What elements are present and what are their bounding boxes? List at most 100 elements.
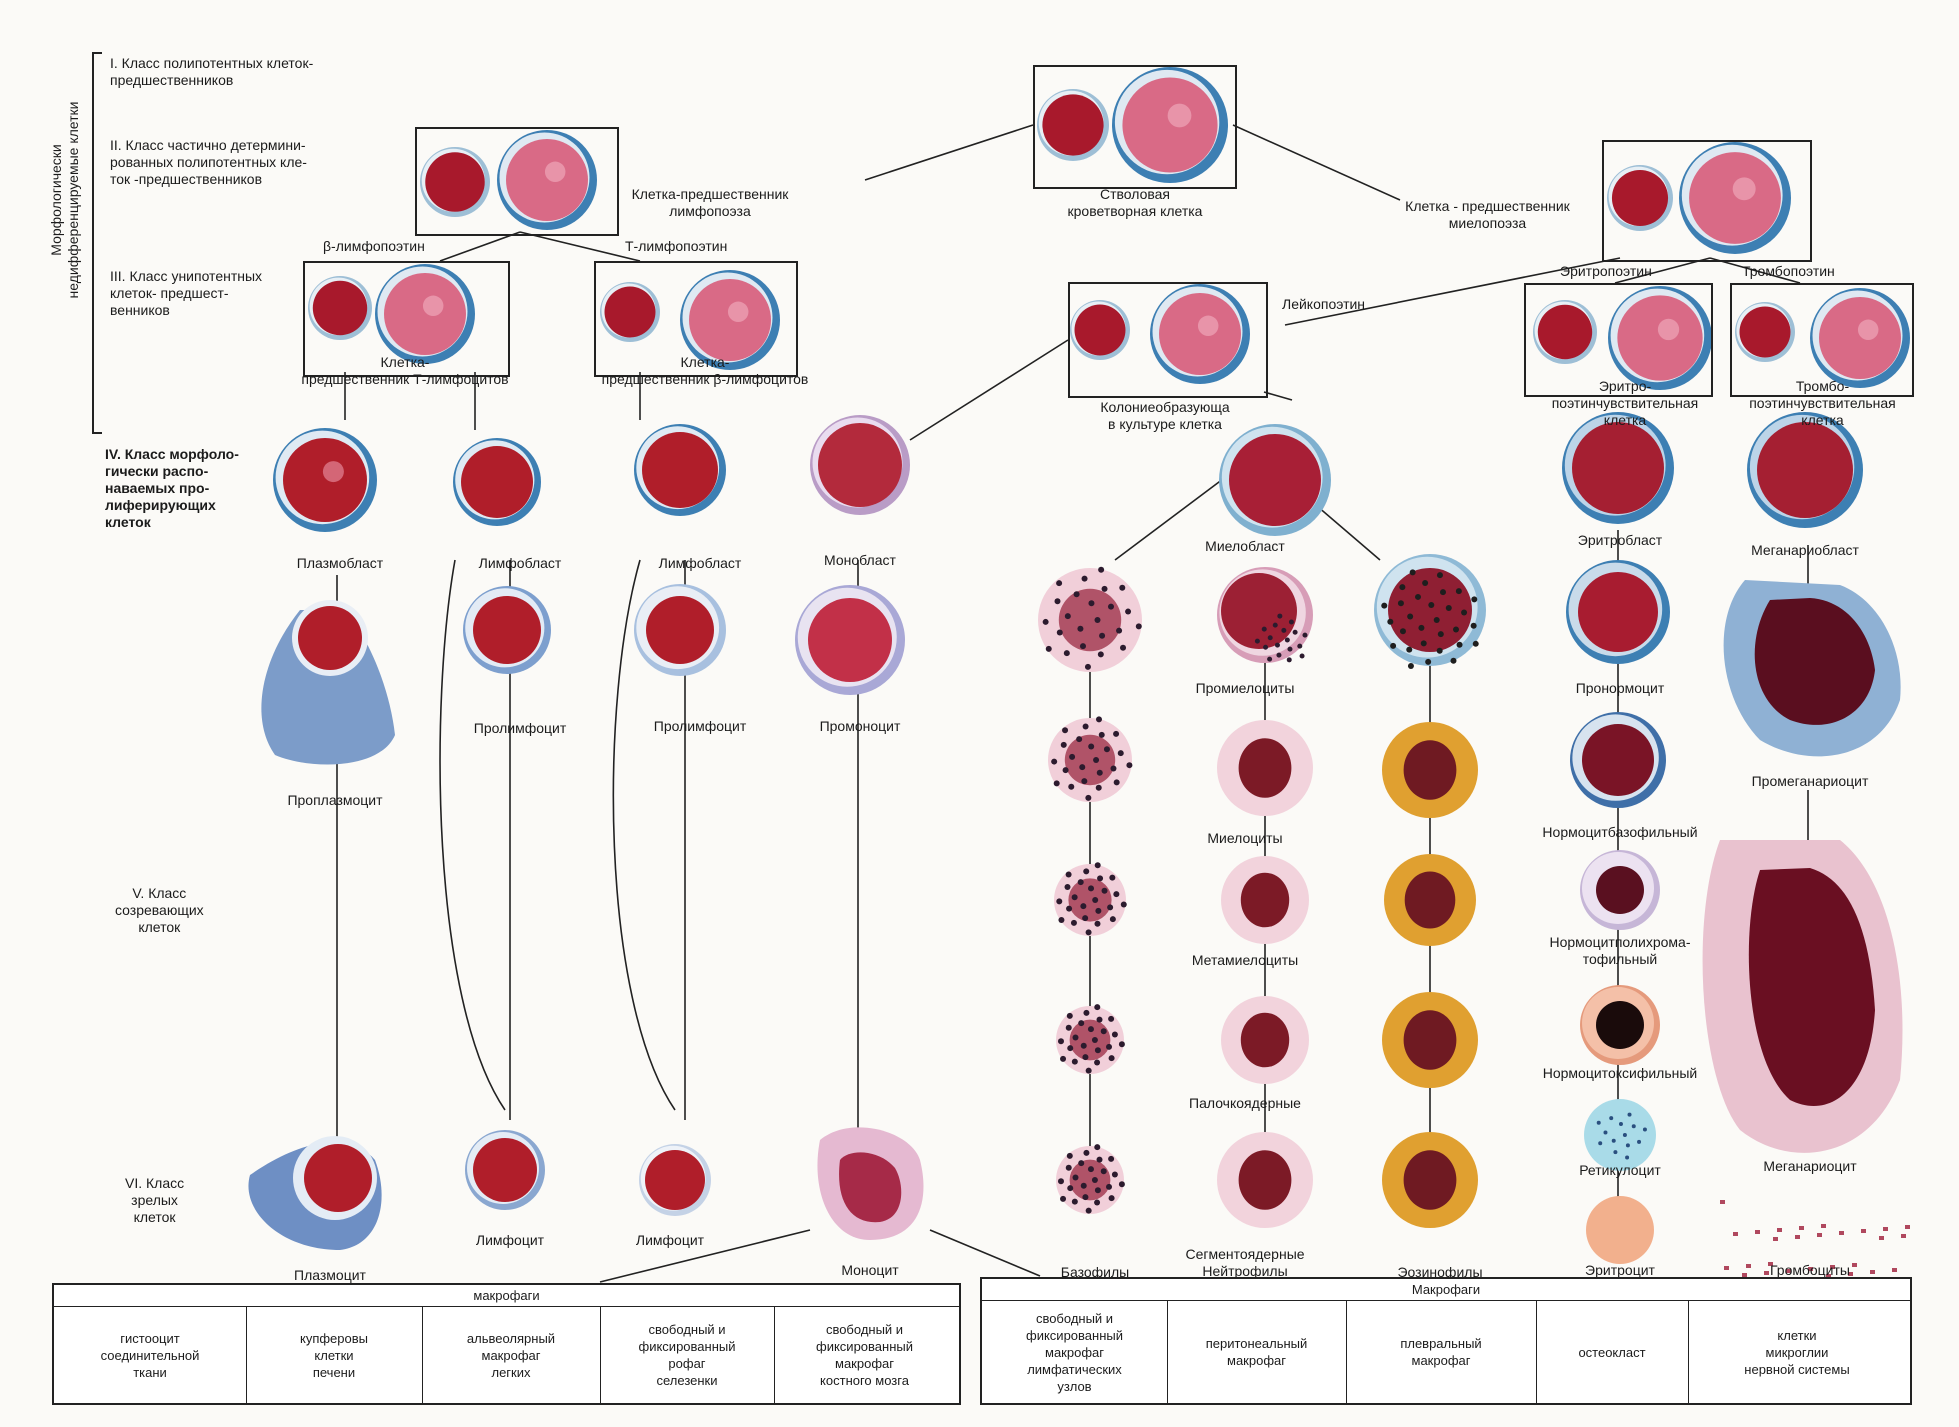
basophil-granule: [1051, 758, 1058, 765]
thrombocyte: [1839, 1231, 1844, 1235]
thrombocyte: [1870, 1270, 1875, 1274]
basophil-granule: [1094, 1059, 1101, 1066]
promegakaryocyte-label: Промеганариоцит: [1751, 773, 1869, 789]
eosinophil-granule: [1445, 605, 1452, 612]
basophil-granule: [1081, 778, 1088, 785]
class-6-label: VI. Класс зрелых клеток: [125, 1175, 185, 1225]
thrombocyte: [1901, 1234, 1906, 1238]
thrombocyte: [1764, 1271, 1769, 1275]
basophil-granule: [1125, 608, 1132, 615]
thrombocyte: [1746, 1264, 1751, 1268]
b-precursor-label: Клетка- предшественник β-лимфоцитов: [601, 354, 809, 387]
basophil-granule: [1117, 750, 1124, 757]
basophil-granule: [1085, 929, 1092, 936]
eosinophil-granule: [1420, 640, 1427, 647]
recirculation-arrow: [439, 559, 506, 1111]
basophil-granule: [1080, 1182, 1087, 1189]
eosinophil-nucleus: [1403, 1150, 1457, 1210]
basophil-granule: [1091, 1037, 1098, 1043]
thrombocyte: [1795, 1235, 1800, 1239]
myelo-precursor-large-nucleolus: [1732, 177, 1756, 201]
basophil-granule: [1107, 904, 1114, 911]
connector-line: [864, 124, 1034, 181]
promyelocyte-granule: [1267, 656, 1273, 662]
basophil-granule: [1062, 767, 1069, 774]
basophil-granule: [1091, 1177, 1098, 1183]
thrombocyte: [1724, 1266, 1729, 1270]
basophil-granule: [1079, 764, 1086, 771]
eosinophil-granule: [1422, 579, 1429, 586]
basophil-granule: [1083, 868, 1090, 875]
basophil-granule: [1064, 884, 1071, 891]
basophil-granule: [1108, 1055, 1115, 1062]
thrombo-sensitive-small-nucleus: [1739, 306, 1791, 358]
promyelocyte-granule: [1263, 644, 1269, 650]
basophil-granule: [1094, 1187, 1101, 1194]
basophil-granule: [1057, 1038, 1064, 1045]
t-precursor-large-nucleolus: [422, 295, 444, 317]
basophil-granule: [1082, 1054, 1089, 1061]
promyelocyte-granule: [1284, 637, 1290, 643]
lymphocyte-1-label: Лимфоцит: [475, 1232, 545, 1248]
reticulocyte-reticulum: [1618, 1122, 1623, 1127]
monocyte-label: Моноцит: [841, 1262, 899, 1278]
basophil-granule: [1085, 1207, 1092, 1214]
cfu-culture-small-nucleus: [1074, 304, 1126, 356]
myelo-precursor-small-nucleus: [1611, 169, 1669, 227]
thrombocyte: [1879, 1236, 1884, 1240]
class-1-label: I. Класс полипотентных клеток- предшеств…: [110, 55, 314, 88]
eosinophil-granule: [1399, 584, 1406, 591]
basophil-granule: [1118, 1041, 1125, 1048]
prolymphocyte-1-label: Пролимфоцит: [473, 720, 567, 736]
basophil-granule: [1083, 1009, 1090, 1016]
lymphoblast-2-label: Лимфобласт: [658, 555, 742, 571]
normo-oxy-nucleus: [1596, 1001, 1644, 1049]
basophil-granule: [1056, 580, 1063, 587]
basophil-granule: [1078, 1020, 1085, 1027]
macrophage-alveolar: альвеолярный макрофаг легких: [422, 1307, 601, 1403]
basophil-granule: [1053, 780, 1060, 787]
connector-line: [519, 231, 641, 262]
basophils-label: Базофилы: [1060, 1264, 1130, 1280]
basophil-nucleus: [1064, 734, 1116, 786]
macrophage-pleural: плевральный макрофаг: [1346, 1301, 1537, 1403]
prolymphocyte-1-nucleus: [473, 596, 541, 664]
connector-line: [1709, 257, 1801, 284]
eosinophils-label: Эозинофилы: [1397, 1264, 1483, 1280]
eosinophil-granule: [1414, 593, 1421, 600]
monoblast-label: Монобласт: [824, 552, 896, 568]
pronormocyte-nucleus: [1578, 572, 1658, 652]
basophil-granule: [1042, 618, 1049, 625]
thrombocyte: [1768, 1262, 1773, 1266]
basophil-granule: [1077, 879, 1084, 886]
basophil-granule: [1045, 645, 1052, 652]
basophil-granule: [1070, 919, 1077, 926]
eosinophil-granule: [1399, 628, 1406, 635]
basophil-granule: [1108, 1015, 1115, 1022]
reticulocyte-reticulum: [1637, 1139, 1642, 1144]
basophil-granule: [1065, 1164, 1072, 1171]
basophil-granule: [1095, 716, 1102, 723]
basophil-granule: [1126, 762, 1133, 769]
connector-line: [929, 1229, 1041, 1277]
cfu-culture-large-nucleus: [1159, 293, 1241, 375]
basophil-granule: [1054, 598, 1061, 605]
monocyte-nucleus: [839, 1152, 902, 1223]
basophil-granule: [1060, 1195, 1067, 1202]
macrophages-right-header: Макрофаги: [982, 1279, 1910, 1301]
lymph-precursor-box: [415, 127, 619, 236]
basophil-granule: [1087, 1166, 1094, 1173]
prolymphocyte-2-label: Пролимфоцит: [653, 718, 747, 734]
connector-line: [1284, 257, 1621, 326]
thrombocyte: [1905, 1225, 1910, 1229]
thrombocyte: [1861, 1229, 1866, 1233]
stem-cell-large-nucleolus: [1167, 103, 1192, 128]
macrophage-kupffer: купферовы клетки печени: [246, 1307, 423, 1403]
thrombocyte: [1883, 1227, 1888, 1231]
stem-cell-small-nucleus: [1042, 94, 1104, 156]
plasmoblast-nucleolus: [322, 461, 344, 483]
promyelocyte-nucleus: [1221, 573, 1297, 649]
basophil-granule: [1078, 1160, 1085, 1167]
b-precursor-large-nucleus: [689, 279, 771, 361]
t-precursor-box: [303, 261, 510, 377]
